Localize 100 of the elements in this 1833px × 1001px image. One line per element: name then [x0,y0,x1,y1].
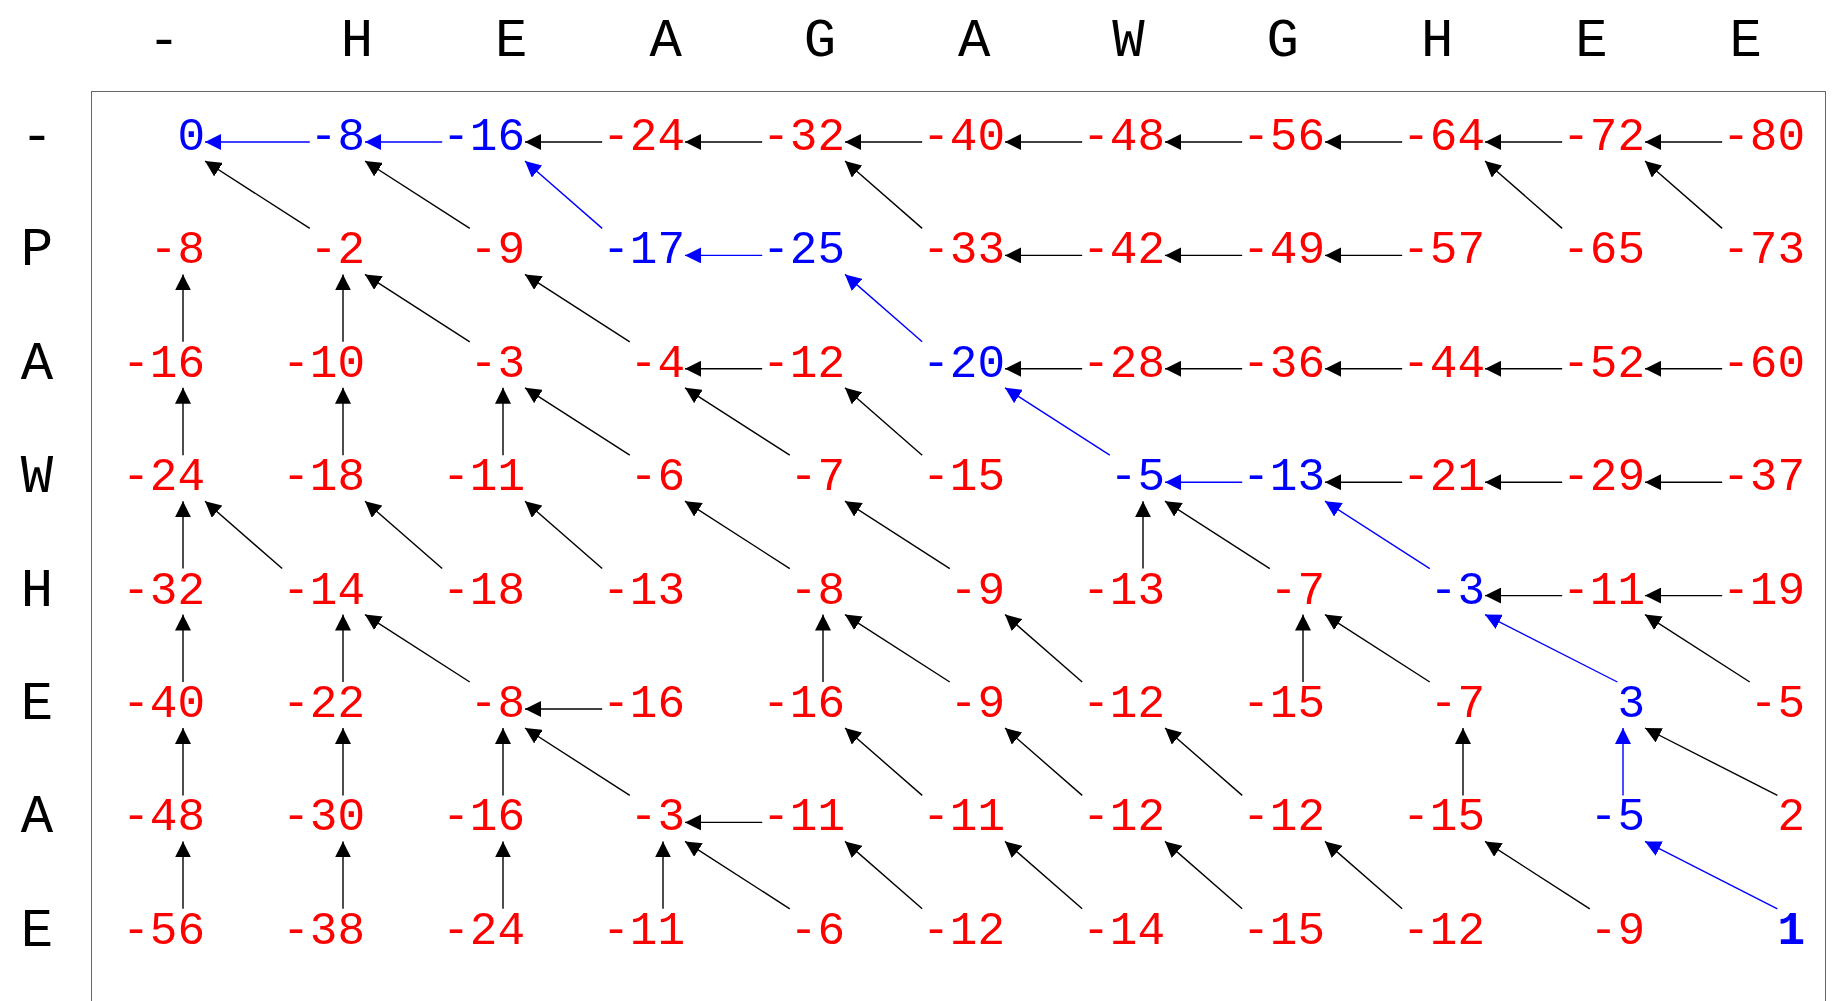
traceback-arrow [175,273,191,343]
traceback-arrow [1004,360,1083,377]
column-header: E [1729,15,1762,69]
score-value: -8 [789,568,845,615]
traceback-arrow [1484,474,1563,491]
score-value: -16 [442,115,525,161]
score-value: -9 [1589,908,1645,955]
score-value: -20 [922,341,1005,388]
score-value: -9 [469,228,525,275]
traceback-arrow [1324,134,1403,150]
score-value: -64 [1402,115,1485,161]
score-value: -6 [629,455,685,502]
score-value: -11 [442,455,525,502]
traceback-arrow [175,500,191,570]
column-header: H [340,15,374,69]
score-value: -5 [1749,682,1805,728]
traceback-arrow [524,727,631,797]
traceback-arrow [335,727,351,797]
row-header: - [20,111,54,165]
traceback-arrow [1644,587,1723,604]
score-value: -5 [1589,795,1645,842]
score-value: -16 [122,341,205,388]
score-value: -15 [922,455,1005,502]
score-value: -7 [789,455,845,502]
traceback-arrow [1004,840,1083,910]
score-value: -7 [1269,568,1325,615]
traceback-arrow [335,613,351,683]
traceback-arrow [1484,134,1563,150]
row-header: W [20,451,54,506]
row-header: E [20,904,54,959]
traceback-arrow [1004,247,1083,264]
traceback-arrow [684,134,763,150]
traceback-arrow [524,273,631,343]
score-value: -12 [1082,682,1165,728]
traceback-arrow [335,273,351,343]
traceback-arrow [1644,613,1751,683]
row-header: A [20,791,54,846]
score-value: 3 [1617,682,1645,728]
score-value: -3 [469,341,525,388]
score-value: -12 [762,341,845,388]
traceback-arrow [1324,474,1403,491]
traceback-arrow [1164,840,1243,910]
score-value: -13 [602,568,685,615]
traceback-arrow [684,840,791,910]
score-value: -11 [762,795,845,842]
traceback-arrow [1484,613,1619,683]
row-header: A [20,337,54,392]
score-value: -32 [122,568,205,615]
traceback-arrow [1164,360,1243,377]
score-value: -24 [602,115,685,161]
column-header: G [1266,15,1299,69]
traceback-arrow [1004,387,1111,456]
traceback-arrow [684,500,791,570]
traceback-arrow [175,840,191,910]
score-value: 2 [1777,795,1805,842]
traceback-arrow [495,840,511,910]
column-header: H [1420,15,1454,69]
score-value: -11 [602,908,685,955]
score-value: -12 [1402,908,1485,955]
score-value: -48 [1082,115,1165,161]
score-value: -44 [1402,341,1485,388]
score-value: -15 [1242,682,1325,728]
traceback-arrow [844,500,951,570]
traceback-arrow [364,500,443,570]
traceback-arrow [1324,500,1431,570]
score-value: -11 [922,795,1005,842]
score-value: -8 [469,682,525,728]
score-value: -2 [309,228,365,275]
score-value: -10 [282,341,365,388]
traceback-arrow [1164,474,1243,491]
score-value: -4 [629,341,685,388]
traceback-arrow [364,273,471,343]
score-value: -9 [949,568,1005,615]
score-value: -15 [1242,908,1325,955]
traceback-arrow [844,160,923,230]
traceback-arrow [1164,247,1243,264]
score-value: -80 [1722,115,1805,161]
traceback-arrow [1484,840,1591,910]
score-value: -17 [602,228,685,275]
score-value: -60 [1722,341,1805,388]
score-value: -24 [122,455,205,502]
score-value: -52 [1562,341,1645,388]
traceback-arrow [1324,360,1403,377]
row-header: P [20,224,54,279]
score-value: -48 [122,795,205,842]
traceback-arrow [495,387,511,456]
score-value: -29 [1562,455,1645,502]
score-value: -49 [1242,228,1325,275]
score-value: -24 [442,908,525,955]
traceback-arrow [1164,727,1243,797]
score-value: -3 [629,795,685,842]
score-value: -32 [762,115,845,161]
traceback-arrow [175,387,191,456]
traceback-arrow [1004,727,1083,797]
traceback-arrow [1324,840,1403,910]
traceback-arrow [524,160,603,230]
score-value: 0 [177,115,205,161]
score-value: -22 [282,682,365,728]
column-header: E [495,15,528,69]
traceback-arrow [1644,474,1723,491]
